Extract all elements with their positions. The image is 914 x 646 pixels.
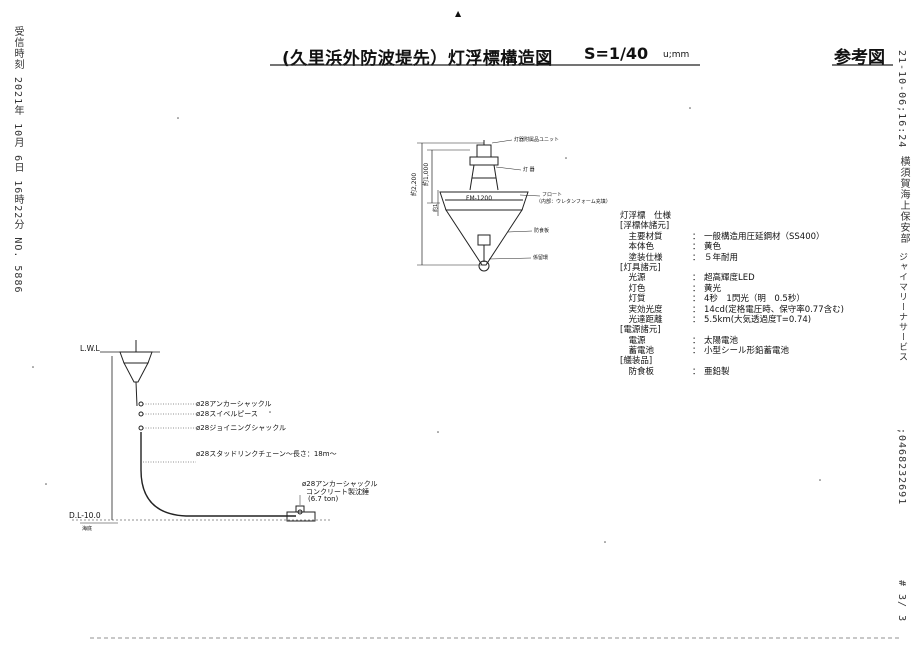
spec-cell-c1: 光源 <box>620 273 646 284</box>
dl-label: D.L-10.0 <box>69 511 101 520</box>
spec-cell-c1: [艤装品] <box>620 356 653 367</box>
buoy-elevation <box>417 139 541 272</box>
spec-cell-c2: ： <box>692 242 701 253</box>
spec-cell-c3: 一般構造用圧延鋼材（SS400） <box>704 231 825 242</box>
spec-cell-c1: 灯色 <box>620 283 646 294</box>
top-marker: ▲ <box>455 9 462 18</box>
spec-cell-c3: 太陽電池 <box>704 335 739 346</box>
seabed-label: 海底 <box>82 526 93 532</box>
buoy-mark-label: FM-1200 <box>466 195 493 202</box>
receive-stamp: 受信時刻 2021年 10月 6日 16時22分 NO. 5886 <box>12 26 23 294</box>
spec-cell-c1: [灯具諸元] <box>620 262 661 273</box>
spec-cell-c1: 光達距離 <box>620 314 663 325</box>
spec-cell-c1: 灯質 <box>620 294 646 305</box>
buoy-lamp-label: 灯 器 <box>523 167 535 173</box>
spec-cell-c2: ： <box>692 366 701 377</box>
spec-cell-c3: ５年耐用 <box>704 252 739 263</box>
mooring-item-4: ø28スタッドリンクチェーン～長さ：18m～ <box>196 450 337 458</box>
dim-upper: 約1,000 <box>423 162 430 186</box>
fax-org-b: ジャイマリーナサービス <box>897 252 907 362</box>
spec-cell-c3: 亜鉛製 <box>704 366 730 377</box>
fax-org-a: 横須賀海上保安部 <box>898 156 909 244</box>
dim-overall: 約2,200 <box>411 172 418 196</box>
buoy-top-label: 灯器附属品ユニット <box>514 137 560 143</box>
lwl-label: L.W.L <box>80 344 100 353</box>
spec-cell-c2: ： <box>692 294 701 305</box>
spec-cell-c1: 本体色 <box>620 242 655 253</box>
spec-cell-c1: 蓄電池 <box>620 346 655 357</box>
reference-label: 参考図 <box>834 48 885 68</box>
drawing-unit: u;mm <box>663 50 690 60</box>
spec-cell-c2: ： <box>692 231 701 242</box>
buoy-side-label-1: 防食板 <box>534 228 550 234</box>
spec-cell-c1: [電源諸元] <box>620 325 661 336</box>
buoy-side-label-2: 係留環 <box>533 255 549 261</box>
mooring-item-2: ø28スイベルピース <box>196 410 258 418</box>
spec-cell-c1: 塗装仕様 <box>620 252 663 263</box>
spec-cell-c1: 実効光度 <box>620 304 663 315</box>
spec-cell-c1: 電源 <box>620 335 646 346</box>
drawing-title: (久里浜外防波堤先）灯浮標構造図 <box>282 49 553 69</box>
spec-cell-c1: [浮標体諸元] <box>620 221 670 232</box>
mooring-item-5: ø28アンカーシャックル <box>302 480 378 488</box>
spec-cell-c2: ： <box>692 314 701 325</box>
spec-cell-c3: 超高輝度LED <box>704 273 755 284</box>
buoy-float-label: フロート <box>542 192 563 198</box>
fax-page: # 3/ 3 <box>896 580 907 623</box>
spec-cell-c2: ： <box>692 252 701 263</box>
buoy-float-note: （内部：ウレタンフォーム充填） <box>536 199 611 205</box>
mooring-item-7: (6.7 ton) <box>308 495 339 503</box>
mooring-item-6: コンクリート製沈錘 <box>306 488 369 496</box>
spec-cell-c2: ： <box>692 304 701 315</box>
spec-cell-c2: ： <box>692 283 701 294</box>
spec-cell-c3: 14cd(定格電圧時、保守率0.77含む) <box>704 304 844 315</box>
fax-date: 21-10-06;16:24 <box>896 50 907 149</box>
spec-cell-c2: ： <box>692 346 701 357</box>
spec-cell-c3: 4秒 1閃光（明 0.5秒） <box>704 294 805 305</box>
spec-cell-c2: ： <box>692 273 701 284</box>
mooring-diagram <box>72 340 330 524</box>
mooring-item-3: ø28ジョイニングシャックル <box>196 424 286 432</box>
dim-side: 約1 <box>433 203 439 212</box>
spec-cell-c3: 小型シール形鉛蓄電池 <box>704 346 790 357</box>
spec-cell-c1: 主要材質 <box>620 231 663 242</box>
spec-cell-c3: 5.5km(大気透過度T=0.74) <box>704 314 812 325</box>
spec-cell-c3: 黄光 <box>704 283 722 294</box>
spec-cell-c1: 防食板 <box>620 366 655 377</box>
drawing-scale: S=1/40 <box>584 44 649 63</box>
spec-cell-c2: ： <box>692 335 701 346</box>
mooring-item-1: ø28アンカーシャックル <box>196 400 272 408</box>
spec-cell-c3: 黄色 <box>704 242 722 253</box>
fax-number: ;0468232691 <box>896 428 907 506</box>
